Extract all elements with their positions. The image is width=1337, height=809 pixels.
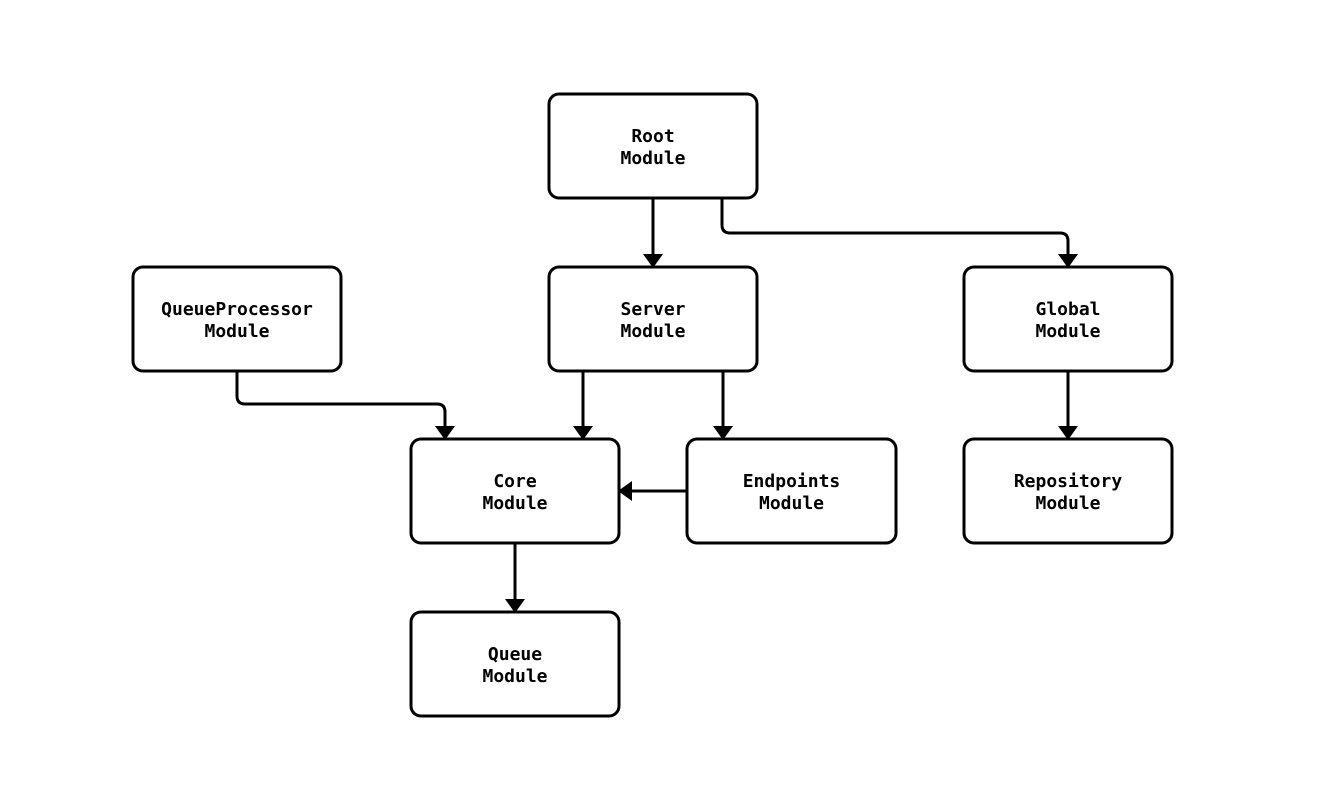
node-box-repository	[962, 437, 1174, 545]
node-box-queueprocessor	[131, 265, 343, 373]
edge-queueprocessor-to-core	[235, 371, 455, 440]
node-box-root	[547, 92, 759, 200]
edge-root-to-global	[720, 198, 1078, 268]
node-box-queue	[409, 610, 621, 718]
node-box-server	[547, 265, 759, 373]
node-box-global	[962, 265, 1174, 373]
node-box-core	[409, 437, 621, 545]
edges-layer	[235, 198, 1078, 613]
node-box-endpoints	[685, 437, 898, 545]
